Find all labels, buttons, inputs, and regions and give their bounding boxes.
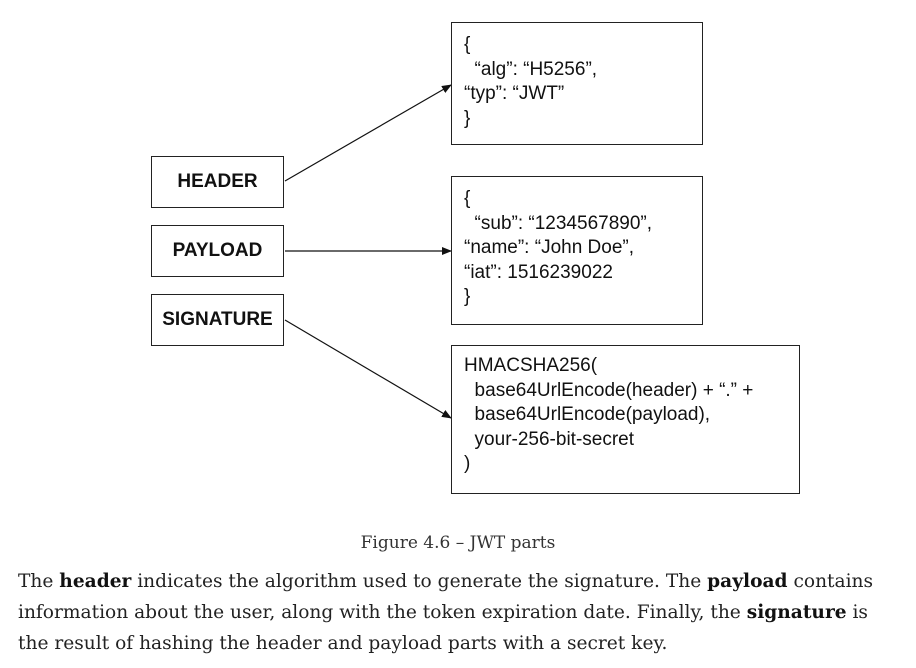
payload-json-line: } xyxy=(464,286,471,307)
paragraph-line-2: information about the user, along with t… xyxy=(18,597,914,628)
paragraph-line-3: the result of hashing the header and pay… xyxy=(18,633,668,654)
paragraph-line-1: The header indicates the algorithm used … xyxy=(18,566,914,597)
payload-json-line: “iat”: 1516239022 xyxy=(464,261,613,283)
payload-json-line: { xyxy=(464,188,471,209)
signature-code-line: base64UrlEncode(payload), xyxy=(464,404,711,425)
text-run: contains xyxy=(787,571,874,592)
payload-json-box: { “sub”: “1234567890”, “name”: “John Doe… xyxy=(451,176,703,325)
payload-label: PAYLOAD xyxy=(172,240,263,261)
figure-caption: Figure 4.6 – JWT parts xyxy=(360,533,556,553)
text-run: The xyxy=(18,571,60,592)
header-json-box: { “alg”: “H5256”, “typ”: “JWT” } xyxy=(451,22,703,145)
text-run: is xyxy=(846,602,868,623)
signature-arrow xyxy=(284,319,452,419)
bold-term-header: header xyxy=(59,571,132,592)
signature-code-line: your-256-bit-secret xyxy=(464,428,635,450)
signature-label-box: SIGNATURE xyxy=(151,294,284,346)
header-arrow xyxy=(284,84,452,182)
header-json-line: } xyxy=(464,107,471,129)
payload-json-line: “sub”: “1234567890”, xyxy=(464,212,653,234)
jwt-diagram: HEADER PAYLOAD SIGNATURE { “alg”: “H5256… xyxy=(151,22,800,494)
bold-term-payload: payload xyxy=(707,571,788,592)
header-label-box: HEADER xyxy=(151,156,284,208)
signature-label: SIGNATURE xyxy=(162,309,273,330)
text-run: indicates the algorithm used to generate… xyxy=(131,571,708,592)
header-json-line: { xyxy=(464,34,471,55)
arrows-layer xyxy=(284,84,452,419)
text-run: information about the user, along with t… xyxy=(18,602,747,623)
payload-label-box: PAYLOAD xyxy=(151,225,284,277)
body-paragraph: The header indicates the algorithm used … xyxy=(18,566,914,659)
payload-json-line: “name”: “John Doe”, xyxy=(464,237,635,258)
header-json-line: “typ”: “JWT” xyxy=(464,83,565,104)
signature-code-line: ) xyxy=(464,453,471,474)
signature-code-line: HMACSHA256( xyxy=(464,355,598,376)
header-json-line: “alg”: “H5256”, xyxy=(464,58,598,80)
signature-code-box: HMACSHA256( base64UrlEncode(header) + “.… xyxy=(451,345,800,494)
signature-code-line: base64UrlEncode(header) + “.” + xyxy=(464,379,754,401)
header-label: HEADER xyxy=(177,171,258,192)
bold-term-signature: signature xyxy=(746,602,847,623)
